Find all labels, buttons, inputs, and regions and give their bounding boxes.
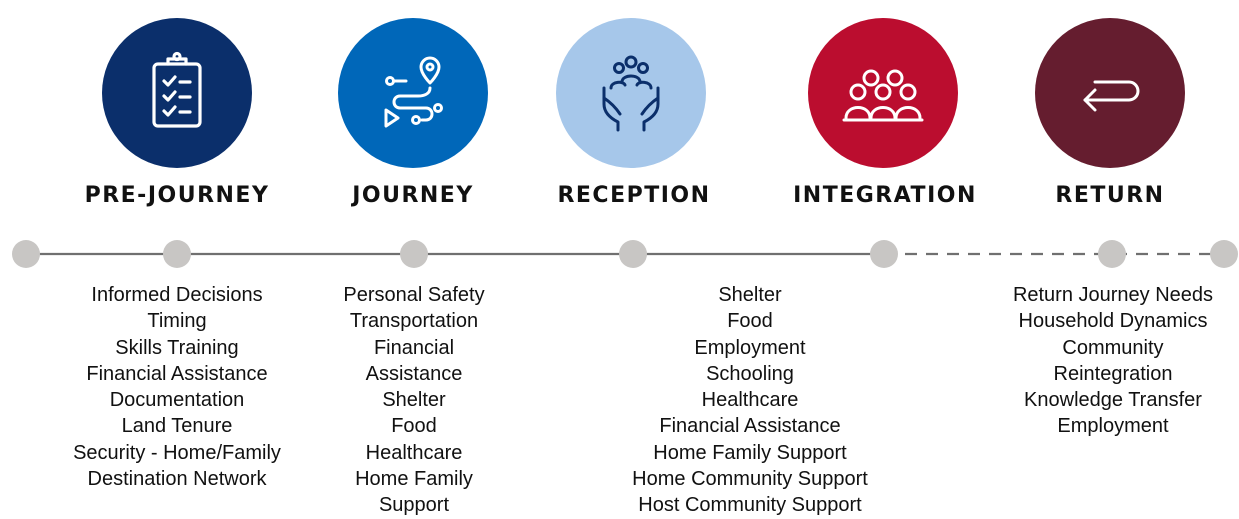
list-item: Home Family [355, 468, 473, 491]
list-item: Documentation [109, 389, 245, 412]
list-item: Shelter [718, 284, 782, 306]
list-item: Household Dynamics [1018, 310, 1208, 333]
list-item: Transportation [349, 310, 479, 333]
timeline [12, 240, 1238, 268]
timeline-node [619, 240, 647, 268]
timeline-node [12, 240, 40, 268]
pre-journey-circle [102, 18, 252, 168]
list-item: Food [391, 415, 437, 438]
journey-items: Personal Safety Transportation Financial… [254, 282, 574, 519]
clipboard-checklist-icon [152, 51, 202, 128]
list-item: Employment [1057, 415, 1169, 438]
list-item: Home Community Support [632, 468, 868, 491]
list-item: Knowledge Transfer [1024, 389, 1202, 412]
return-items: Return Journey Needs Household Dynamics … [953, 282, 1239, 440]
reception-circle [556, 18, 706, 168]
reception-title: RECEPTION [557, 183, 711, 208]
list-item: Home Family Support [653, 441, 847, 464]
return-circle [1035, 18, 1185, 168]
list-item: Community [1062, 336, 1164, 359]
list-item: Destination Network [87, 468, 267, 491]
list-item: Schooling [706, 362, 794, 385]
return-arrow-icon [1083, 80, 1140, 112]
timeline-node [1210, 240, 1238, 268]
list-item: Shelter [382, 389, 446, 412]
list-item: Skills Training [115, 336, 239, 359]
list-item: Employment [694, 336, 806, 359]
list-item: Reintegration [1053, 362, 1173, 385]
list-item: Informed Decisions [91, 284, 263, 306]
integration-circle [808, 18, 958, 168]
list-item: Assistance [365, 362, 463, 385]
list-item: Food [727, 310, 773, 333]
list-item: Timing [147, 310, 207, 333]
list-item: Healthcare [365, 441, 463, 464]
timeline-node [400, 240, 428, 268]
list-item: Financial [373, 336, 455, 359]
list-item: Personal Safety [343, 284, 485, 306]
list-item: Land Tenure [121, 415, 233, 438]
list-item: Healthcare [701, 389, 799, 412]
journey-title: JOURNEY [352, 183, 474, 208]
pre-journey-title: PRE-JOURNEY [84, 183, 270, 208]
list-item: Financial Assistance [86, 362, 268, 385]
journey-circle [338, 18, 488, 168]
list-item: Host Community Support [638, 494, 862, 517]
timeline-node [1098, 240, 1126, 268]
reception-items: Shelter Food Employment Schooling Health… [590, 282, 910, 519]
timeline-node [163, 240, 191, 268]
group-of-people-icon [842, 69, 924, 122]
list-item: Return Journey Needs [1012, 284, 1214, 306]
list-item: Support [378, 494, 450, 517]
list-item: Security - Home/Family [73, 441, 281, 464]
hands-holding-people-icon [602, 55, 660, 132]
timeline-node [870, 240, 898, 268]
integration-title: INTEGRATION [793, 183, 977, 208]
pre-journey-items: Informed Decisions Timing Skills Trainin… [17, 282, 337, 492]
list-item: Financial Assistance [659, 415, 841, 438]
return-title: RETURN [1055, 183, 1165, 208]
route-path-icon [384, 56, 443, 128]
